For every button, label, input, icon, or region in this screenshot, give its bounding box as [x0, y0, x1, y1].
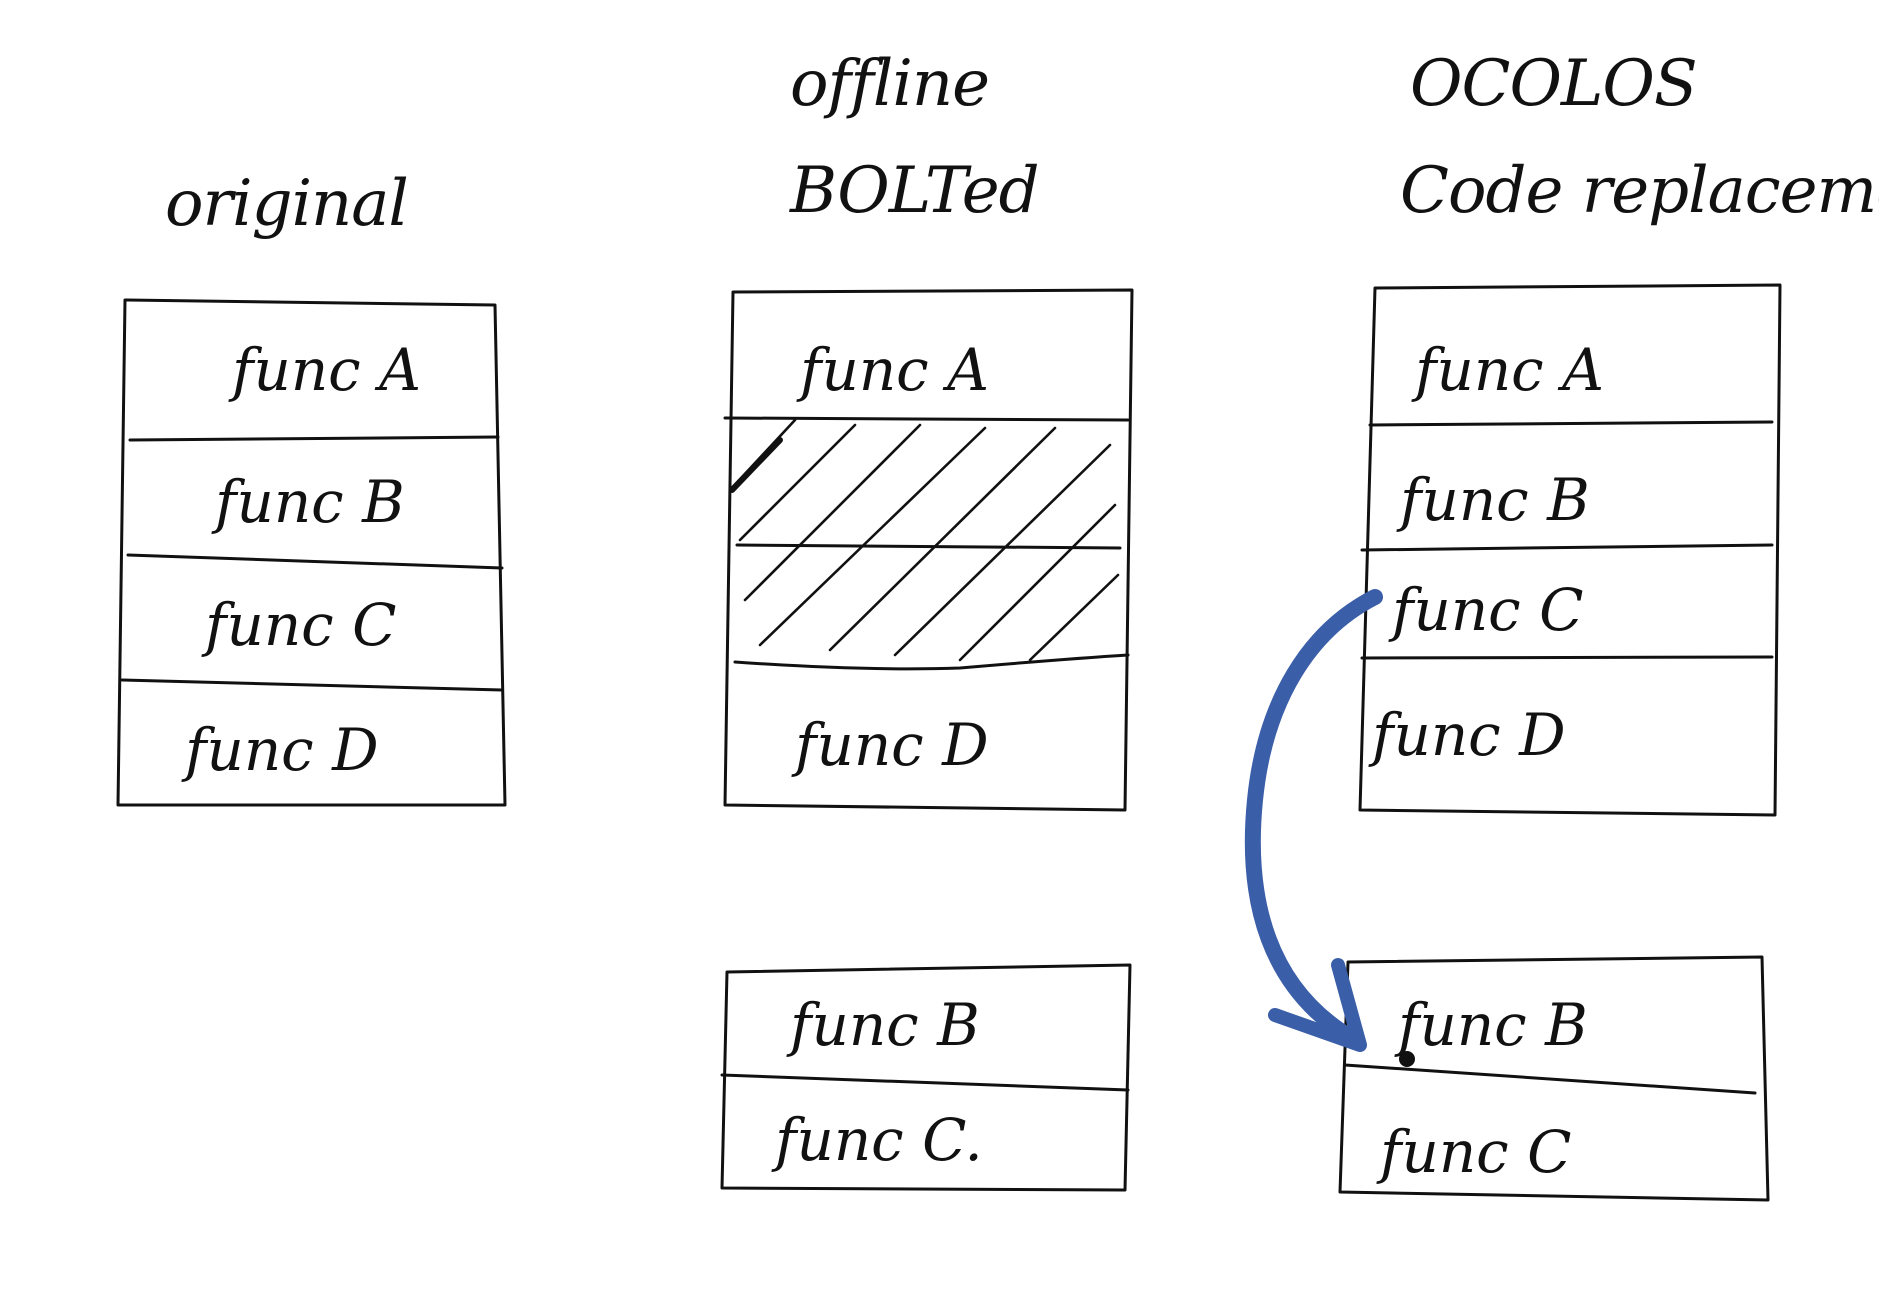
arrow-head: [1268, 958, 1367, 1052]
title-offline-line2: BOLTed: [789, 154, 1039, 228]
cell-func-d: func D: [181, 716, 379, 784]
arrow-shaft: [1244, 589, 1383, 1048]
cell-divider: [735, 543, 1122, 550]
block-outline: [723, 288, 1134, 812]
block-outline: [720, 963, 1132, 1192]
cell-func-a: func A: [1411, 336, 1604, 404]
cell-func-b: func B: [1396, 466, 1590, 534]
cell-func-d: func D: [1368, 701, 1566, 769]
replacement-arrow: [1244, 589, 1383, 1052]
title-offline-line1: offline: [790, 47, 989, 121]
column-original: original func A func B func C func D: [116, 167, 507, 807]
block-outline: [116, 298, 507, 807]
block-ocolos-main: func A func B func C func D: [1358, 283, 1782, 817]
cell-divider: [1360, 543, 1774, 552]
cell-func-c: func C: [1376, 1118, 1571, 1186]
cell-func-d: func D: [791, 711, 989, 779]
title-ocolos-line2: Code replacement.: [1400, 154, 1879, 228]
cell-func-a: func A: [796, 336, 989, 404]
block-offline-main: func A func D: [723, 288, 1134, 812]
cell-divider: [1368, 420, 1774, 427]
cell-func-b: func B: [211, 468, 405, 536]
block-outline: [1358, 283, 1782, 817]
cell-func-c: func C.: [771, 1106, 983, 1174]
title-ocolos-line1: OCOLOS: [1410, 47, 1697, 121]
hatched-region: [728, 418, 1120, 662]
cell-divider: [126, 553, 504, 570]
cell-func-c: func C: [201, 591, 396, 659]
cell-divider: [1343, 1063, 1757, 1095]
column-ocolos: OCOLOS Code replacement. func A func B f…: [1338, 47, 1879, 1202]
cell-divider: [1360, 655, 1774, 660]
cell-divider: [723, 416, 1130, 422]
cell-func-a: func A: [228, 336, 421, 404]
cell-divider: [120, 678, 504, 692]
cell-func-b: func B: [786, 991, 980, 1059]
cell-func-c: func C: [1388, 576, 1583, 644]
title-original: original: [165, 167, 408, 241]
cell-divider: [720, 1073, 1130, 1092]
cell-divider: [733, 653, 1130, 671]
block-outline: [1338, 955, 1770, 1202]
ink-dot: [1399, 1051, 1415, 1067]
column-offline-bolted: offline BOLTed func A func D: [720, 47, 1134, 1192]
cell-divider: [128, 435, 500, 442]
block-ocolos-replacement: func B func C: [1338, 955, 1770, 1202]
block-original: func A func B func C func D: [116, 298, 507, 807]
block-offline-relocated: func B func C.: [720, 963, 1132, 1192]
cell-func-b: func B: [1394, 991, 1588, 1059]
